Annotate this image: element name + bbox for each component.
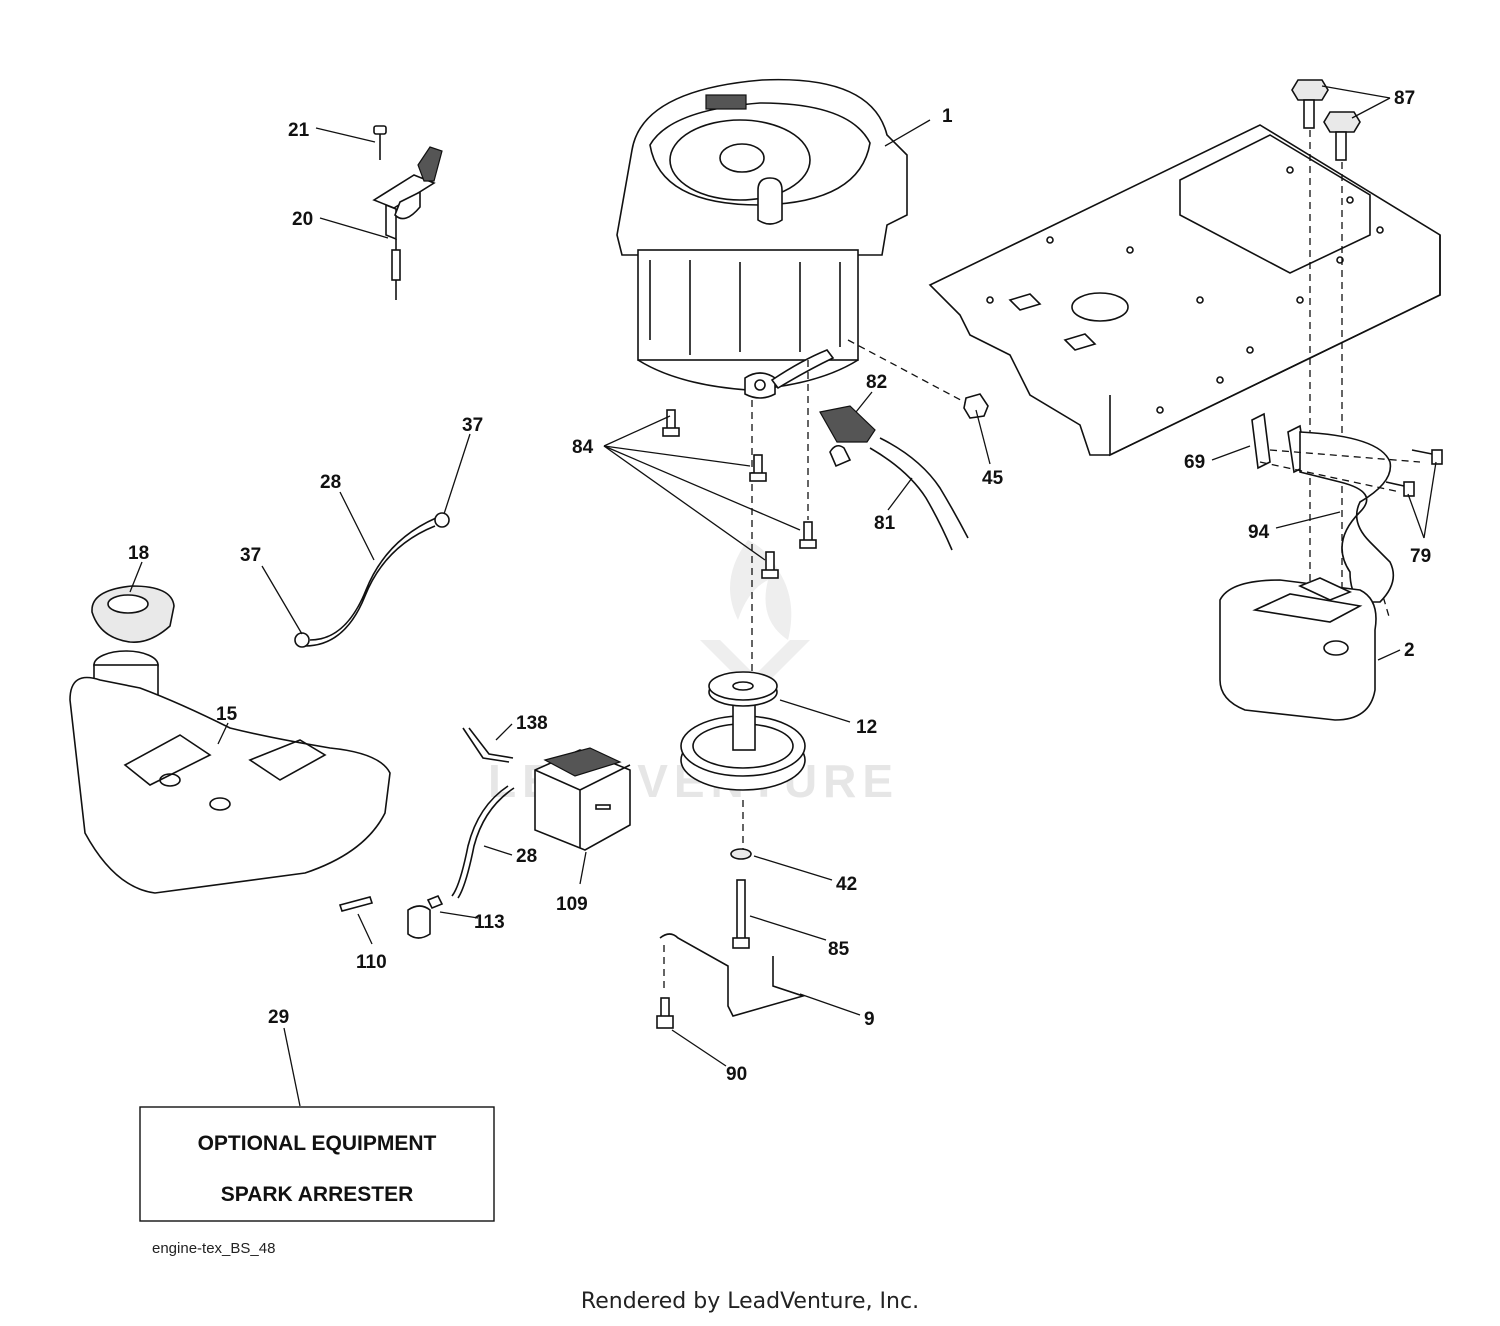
spark-arrester-label: SPARK ARRESTER bbox=[221, 1183, 414, 1206]
optional-equipment-label: OPTIONAL EQUIPMENT bbox=[198, 1132, 437, 1155]
callout-9: 9 bbox=[864, 1009, 875, 1030]
callout-45: 45 bbox=[982, 468, 1004, 489]
callout-2: 2 bbox=[1404, 640, 1415, 661]
callout-69: 69 bbox=[1184, 452, 1205, 473]
footer-credit: Rendered by LeadVenture, Inc. bbox=[581, 1289, 919, 1314]
fuel-line-parts bbox=[294, 512, 515, 939]
fuel-shutoff-part bbox=[819, 393, 989, 551]
callout-21: 21 bbox=[288, 120, 310, 141]
callout-42: 42 bbox=[836, 874, 857, 895]
callout-29: 29 bbox=[268, 1007, 289, 1028]
callout-18: 18 bbox=[128, 543, 149, 564]
callout-12: 12 bbox=[856, 717, 877, 738]
optional-equipment-box: OPTIONAL EQUIPMENT SPARK ARRESTER bbox=[139, 1106, 495, 1222]
callout-15: 15 bbox=[216, 704, 238, 725]
callout-113: 113 bbox=[474, 912, 505, 933]
callout-84: 84 bbox=[572, 437, 594, 458]
callout-20: 20 bbox=[292, 209, 313, 230]
muffler-part bbox=[1219, 577, 1377, 721]
callout-138: 138 bbox=[516, 713, 548, 734]
callout-79: 79 bbox=[1410, 546, 1431, 567]
diagram-reference-code: engine-tex_BS_48 bbox=[152, 1240, 275, 1257]
callout-37-right: 37 bbox=[462, 415, 483, 436]
chassis-plate-part bbox=[928, 124, 1441, 457]
rod-9-part bbox=[656, 933, 806, 1029]
leader-lines bbox=[129, 85, 1437, 1107]
callout-37-left: 37 bbox=[240, 545, 261, 566]
pulley-part bbox=[680, 671, 806, 949]
callout-109: 109 bbox=[556, 894, 588, 915]
callout-85: 85 bbox=[828, 939, 850, 960]
filter-109-part bbox=[534, 747, 631, 851]
callout-110: 110 bbox=[356, 952, 387, 973]
callout-82: 82 bbox=[866, 372, 887, 393]
knob-87-part bbox=[1291, 79, 1391, 621]
callout-1: 1 bbox=[942, 106, 953, 127]
callout-94: 94 bbox=[1248, 522, 1270, 543]
callout-28-upper: 28 bbox=[320, 472, 341, 493]
callout-28-lower: 28 bbox=[516, 846, 537, 867]
throttle-control-part bbox=[372, 125, 443, 300]
callout-90: 90 bbox=[726, 1064, 747, 1085]
exhaust-pipe-part bbox=[1251, 412, 1443, 603]
callout-labels: 1 2 9 12 15 18 20 21 28 28 29 37 37 42 4… bbox=[128, 88, 1431, 1085]
fuel-tank-part bbox=[69, 585, 391, 894]
callout-81: 81 bbox=[874, 513, 896, 534]
callout-87: 87 bbox=[1394, 88, 1415, 109]
engine-bolts bbox=[662, 339, 971, 680]
engine-part bbox=[616, 78, 908, 399]
